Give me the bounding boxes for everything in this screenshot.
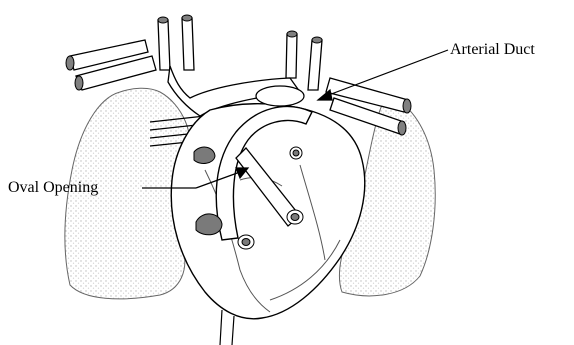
oval-opening-label: Oval Opening [8,179,98,196]
heart-outline [171,104,365,319]
arterial-duct-vessel [256,86,304,106]
descending-aorta [220,310,234,345]
arterial-duct-label: Arterial Duct [450,41,535,58]
